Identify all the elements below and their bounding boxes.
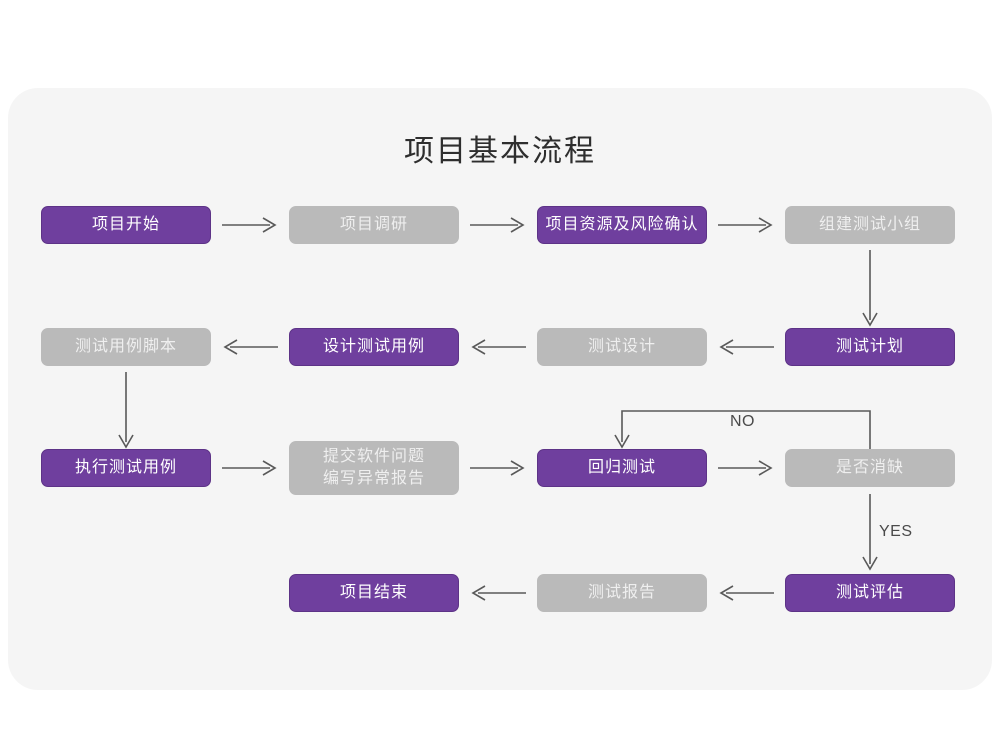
connector-arrow-down: [118, 372, 134, 450]
connector-arrow-left: [718, 337, 774, 357]
connector-arrow-down: [862, 250, 878, 328]
connector-no-loop: [614, 408, 877, 450]
flow-node-label: 项目开始: [91, 216, 160, 233]
flow-node-test-case-script[interactable]: 测试用例脚本: [41, 328, 211, 366]
flow-node-label: 设计测试用例: [322, 338, 425, 355]
flow-node-design-test-case[interactable]: 设计测试用例: [289, 328, 459, 366]
flow-node-submit-issue-report[interactable]: 提交软件问题 编写异常报告: [289, 441, 459, 495]
flow-node-label: 项目结束: [339, 584, 408, 601]
flow-node-project-end[interactable]: 项目结束: [289, 574, 459, 612]
flow-node-project-start[interactable]: 项目开始: [41, 206, 211, 244]
connector-arrow-right: [222, 458, 278, 478]
flow-node-label: 组建测试小组: [818, 216, 921, 233]
connector-arrow-right: [470, 215, 526, 235]
flow-node-label: 测试用例脚本: [74, 338, 177, 355]
connector-arrow-down-yes: [862, 494, 878, 572]
edge-label-no: NO: [730, 413, 755, 430]
flow-node-test-plan[interactable]: 测试计划: [785, 328, 955, 366]
connector-arrow-right: [718, 458, 774, 478]
edge-label-yes: YES: [879, 523, 913, 540]
flow-node-label-line2: 编写异常报告: [322, 470, 425, 487]
connector-arrow-left: [718, 583, 774, 603]
page-title: 项目基本流程: [404, 135, 596, 168]
flow-node-test-evaluation[interactable]: 测试评估: [785, 574, 955, 612]
flow-node-label: 项目资源及风险确认: [545, 216, 699, 233]
flow-node-label: 回归测试: [587, 459, 656, 476]
flow-node-test-design[interactable]: 测试设计: [537, 328, 707, 366]
flow-node-label: 执行测试用例: [74, 459, 177, 476]
flow-node-build-test-team[interactable]: 组建测试小组: [785, 206, 955, 244]
flow-node-label: 是否消缺: [835, 459, 904, 476]
connector-arrow-left: [470, 583, 526, 603]
flow-node-regression-test[interactable]: 回归测试: [537, 449, 707, 487]
flow-node-test-report[interactable]: 测试报告: [537, 574, 707, 612]
connector-arrow-right: [222, 215, 278, 235]
connector-arrow-right: [718, 215, 774, 235]
flow-node-label: 项目调研: [339, 216, 408, 233]
flow-node-project-research[interactable]: 项目调研: [289, 206, 459, 244]
flow-node-label: 测试评估: [835, 584, 904, 601]
flow-node-label: 测试计划: [835, 338, 904, 355]
connector-arrow-left: [222, 337, 278, 357]
connector-arrow-left: [470, 337, 526, 357]
flow-node-label: 测试设计: [587, 338, 656, 355]
flow-node-label: 提交软件问题: [322, 448, 425, 465]
flow-node-defect-cleared[interactable]: 是否消缺: [785, 449, 955, 487]
connector-arrow-right: [470, 458, 526, 478]
flow-node-resource-risk-confirm[interactable]: 项目资源及风险确认: [537, 206, 707, 244]
flow-node-label: 测试报告: [587, 584, 656, 601]
flow-node-execute-test-case[interactable]: 执行测试用例: [41, 449, 211, 487]
